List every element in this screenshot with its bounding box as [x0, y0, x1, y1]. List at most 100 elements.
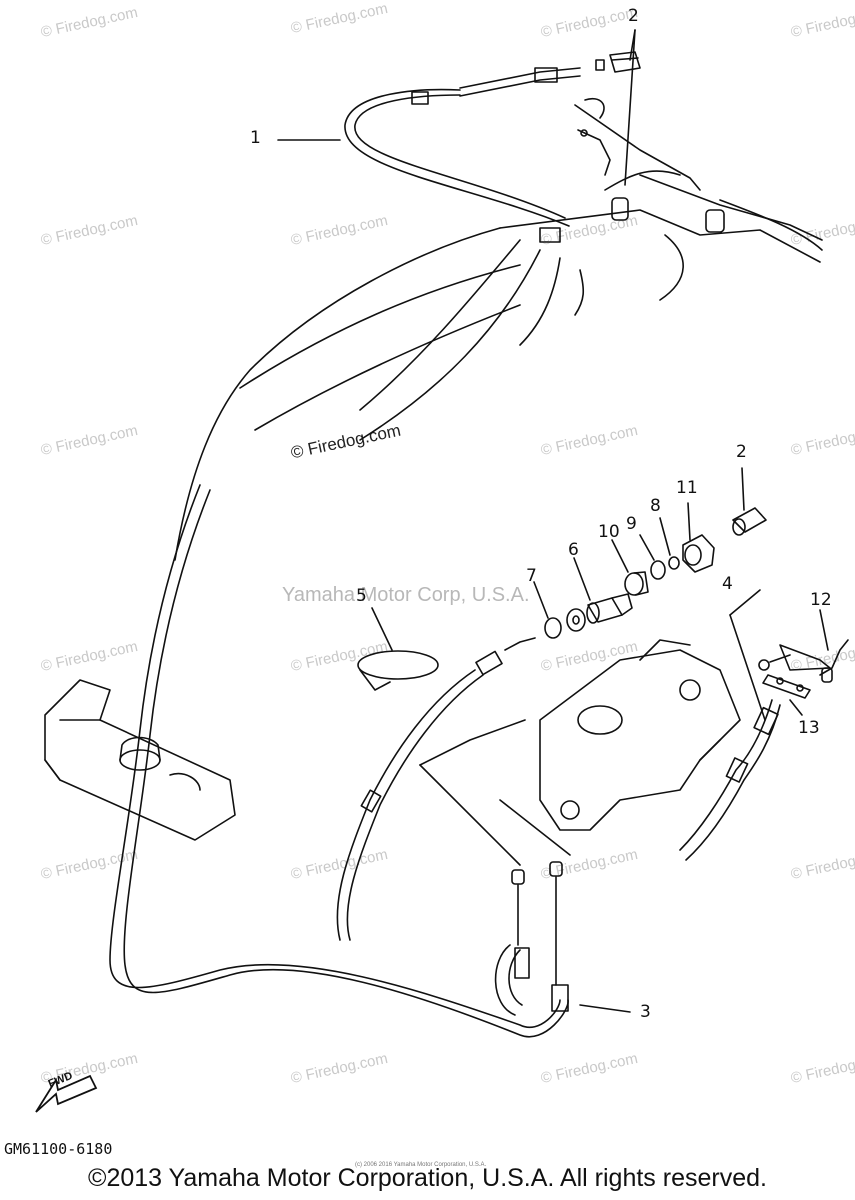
handlebar [719, 199, 823, 251]
plate-13 [762, 674, 811, 699]
hull-outline [359, 239, 521, 411]
hull-outline [659, 234, 684, 301]
fwd-arrow-icon [35, 1074, 98, 1113]
washer-8 [668, 556, 680, 570]
clamp-5 [359, 669, 391, 691]
reference-line [419, 764, 521, 866]
grommet [119, 749, 161, 771]
washer-9 [650, 560, 666, 580]
cable-end [595, 59, 605, 71]
nipple-fitting [577, 129, 611, 176]
nut-11 [684, 544, 702, 566]
cable-end [725, 757, 749, 783]
cable-1 [354, 94, 566, 219]
leader [687, 502, 691, 541]
part-number: 7 [526, 566, 537, 586]
handlebar [639, 174, 823, 241]
nipple-fitting [580, 129, 588, 137]
bracket [169, 772, 201, 791]
cable-3 [346, 674, 484, 941]
sleeve-10 [624, 572, 644, 596]
pump-housing [699, 739, 721, 761]
part-number: 3 [640, 1002, 651, 1022]
part-number: 11 [676, 478, 698, 498]
fitting-2-lower [732, 507, 767, 533]
cable-end [411, 91, 429, 105]
cable-end [360, 789, 382, 813]
leader [639, 534, 655, 561]
plate-13 [776, 677, 784, 685]
hull-outline [174, 227, 501, 561]
fitting-6 [587, 597, 623, 623]
cable-loop [123, 489, 569, 1038]
leader [579, 1004, 631, 1013]
part-number: 13 [798, 718, 820, 738]
leader [573, 557, 591, 601]
part-number: 1 [250, 128, 261, 148]
copyright-notice: ©2013 Yamaha Motor Corporation, U.S.A. A… [88, 1164, 767, 1192]
part-number: 9 [626, 514, 637, 534]
leader [819, 609, 829, 651]
washer-7 [544, 617, 562, 639]
hull-outline [359, 249, 541, 441]
handlebar [574, 104, 701, 191]
pump-port [560, 800, 580, 820]
fitting-6 [611, 593, 633, 616]
cable-3 [336, 669, 476, 941]
fitting [539, 227, 561, 243]
hull-outline [574, 269, 585, 316]
washer-7 [566, 608, 586, 632]
reference-line [419, 719, 526, 766]
reference-line [499, 799, 571, 856]
cable-right [679, 699, 773, 851]
plug-12 [819, 639, 849, 676]
cable-end [475, 650, 503, 676]
handlebar [604, 170, 681, 191]
part-number: 6 [568, 540, 579, 560]
leader [371, 607, 393, 651]
diagram-code: GM61100-6180 [4, 1140, 113, 1158]
part-number: 5 [356, 586, 367, 606]
cable-1 [459, 75, 581, 97]
handlebar [584, 98, 605, 119]
hose [508, 949, 523, 1006]
leader [533, 581, 549, 619]
leader [659, 517, 671, 556]
grommet [119, 736, 161, 761]
leader [741, 467, 745, 511]
hull-outline [239, 264, 521, 389]
cable-end [534, 67, 558, 83]
cable-1 [344, 88, 570, 227]
cable-end [504, 637, 536, 651]
pump-port [679, 679, 701, 701]
leader [789, 699, 803, 716]
bracket [44, 759, 61, 781]
leader [611, 539, 629, 573]
fitting [705, 209, 725, 233]
reference-line [729, 589, 761, 616]
hose-clip [511, 869, 525, 885]
screw-4 [758, 659, 770, 671]
fitting [611, 197, 629, 221]
pump-housing [539, 649, 741, 831]
fitting-2 [611, 57, 639, 61]
hose [494, 944, 516, 1016]
screw-4 [769, 654, 791, 663]
part-number: 2 [736, 442, 747, 462]
hull-outline [519, 257, 561, 346]
plate-13 [796, 684, 804, 692]
pump-housing [639, 639, 691, 661]
part-number: 2 [628, 6, 639, 26]
hull-outline [499, 209, 821, 263]
bracket [44, 679, 236, 841]
cable-1 [459, 67, 581, 89]
part-number: 12 [810, 590, 832, 610]
cable-end [753, 706, 779, 736]
fitting-2 [609, 51, 641, 73]
part-number: 4 [722, 574, 733, 594]
part-number: 8 [650, 496, 661, 516]
hose-fitting [551, 984, 569, 1012]
sleeve-10 [633, 571, 649, 596]
nut-11 [682, 534, 715, 573]
